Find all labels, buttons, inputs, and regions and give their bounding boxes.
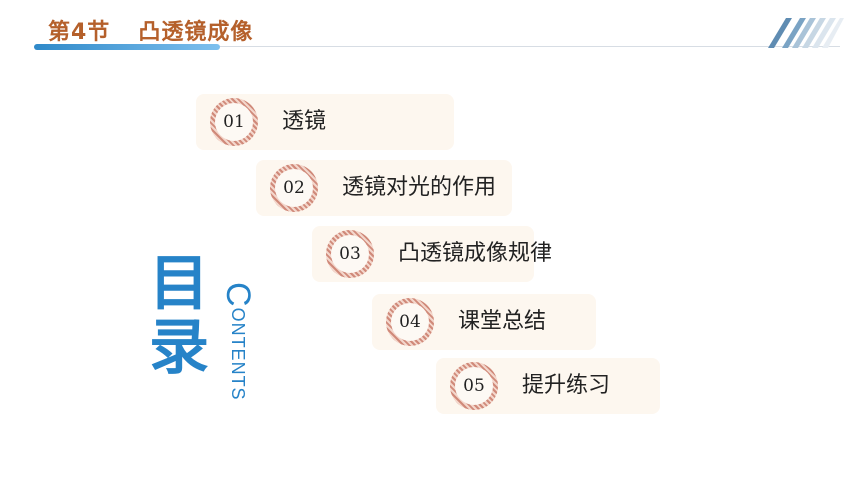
chapter-title: 凸透镜成像	[138, 20, 254, 45]
contents-initial: C	[219, 282, 257, 308]
toc-item-practice[interactable]: 05 提升练习	[436, 358, 660, 414]
item-number: 03	[331, 235, 369, 273]
item-number-badge: 05	[450, 362, 498, 410]
contents-label: CONTENTS	[218, 282, 257, 401]
item-number-badge: 03	[326, 230, 374, 278]
item-number: 02	[275, 169, 313, 207]
toc-item-lens[interactable]: 01 透镜	[196, 94, 454, 150]
header-accent-bar	[34, 44, 220, 50]
chapter-heading: 第4节 凸透镜成像	[48, 14, 253, 46]
header-divider	[40, 46, 840, 47]
item-label: 透镜	[282, 109, 327, 134]
slide-header: 第4节 凸透镜成像	[0, 0, 860, 60]
item-label: 提升练习	[522, 373, 611, 398]
toc-item-convex-imaging[interactable]: 03 凸透镜成像规律	[312, 226, 552, 282]
item-number-badge: 04	[386, 298, 434, 346]
item-label: 透镜对光的作用	[342, 175, 497, 200]
item-number-badge: 02	[270, 164, 318, 212]
chapter-number: 第4节	[48, 20, 111, 45]
decorative-stripes-icon	[768, 18, 844, 48]
item-number: 05	[455, 367, 493, 405]
item-label: 课堂总结	[458, 309, 547, 334]
item-number: 04	[391, 303, 429, 341]
toc-item-summary[interactable]: 04 课堂总结	[372, 294, 596, 350]
toc-title: 目录	[149, 249, 209, 383]
toc-item-lens-light[interactable]: 02 透镜对光的作用	[256, 160, 512, 216]
item-number: 01	[215, 103, 253, 141]
item-label: 凸透镜成像规律	[398, 241, 553, 266]
contents-rest: ONTENTS	[228, 307, 248, 401]
item-number-badge: 01	[210, 98, 258, 146]
